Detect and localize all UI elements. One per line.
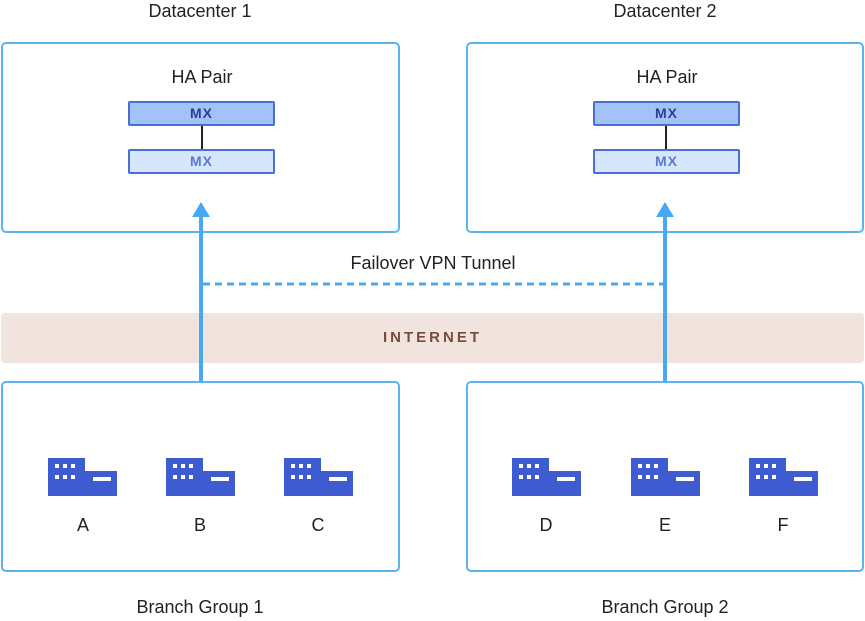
building-icon [166, 458, 235, 496]
ha-link-line [665, 126, 667, 150]
failover-tunnel-label: Failover VPN Tunnel [350, 253, 516, 273]
internet-label: INTERNET [383, 329, 482, 346]
mx-secondary-node: MX [593, 149, 740, 174]
building-icon [48, 458, 117, 496]
branch-label: F [777, 515, 789, 535]
mx-secondary-node: MX [128, 149, 275, 174]
internet-band: INTERNET [1, 313, 864, 363]
ha-pair-label: HA Pair [171, 67, 233, 87]
branch-label: A [76, 515, 89, 535]
branch-label: E [658, 515, 671, 535]
branch-label: D [539, 515, 553, 535]
building-icon [749, 458, 818, 496]
building-icon [512, 458, 581, 496]
mx-primary-node: MX [128, 101, 275, 126]
ha-pair-label: HA Pair [636, 67, 698, 87]
uplink-arrow-2 [656, 202, 674, 381]
uplink-arrow-1 [192, 202, 210, 381]
datacenter-1-box: HA Pair MX MX [1, 42, 400, 233]
branch-label: B [193, 515, 206, 535]
branch-group-2-title: Branch Group 2 [601, 597, 729, 617]
datacenter-1-title: Datacenter 1 [148, 1, 252, 21]
building-icon [284, 458, 353, 496]
mx-primary-node: MX [593, 101, 740, 126]
branch-label: C [311, 515, 325, 535]
building-icon [631, 458, 700, 496]
datacenter-2-title: Datacenter 2 [613, 1, 717, 21]
branch-group-1-title: Branch Group 1 [136, 597, 264, 617]
datacenter-2-box: HA Pair MX MX [466, 42, 864, 233]
ha-link-line [201, 126, 203, 150]
